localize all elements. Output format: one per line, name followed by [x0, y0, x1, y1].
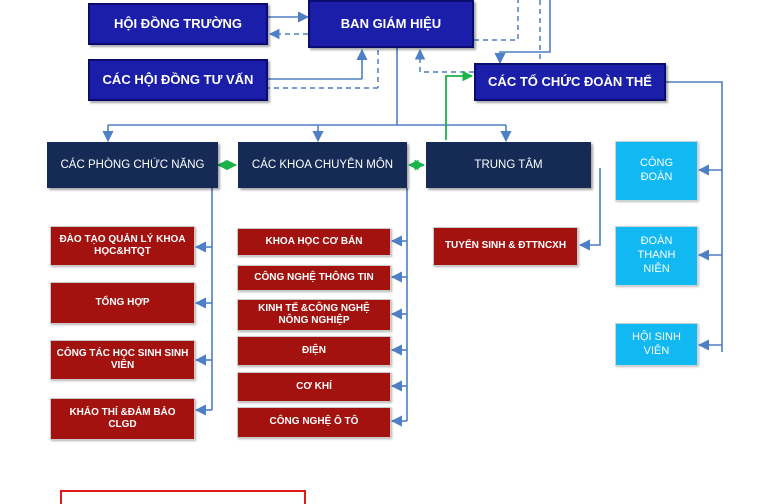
khoa-item-label: CÔNG NGHỆ Ô TÔ	[269, 416, 359, 428]
label-hoi-dong-tu-van: CÁC HỘI ĐỒNG TƯ VẤN	[102, 71, 254, 87]
line-tt-ts	[578, 168, 601, 251]
khoa-item-label: CƠ KHÍ	[296, 380, 332, 392]
khoa-item-label: KHOA HỌC CƠ BẢN	[265, 235, 363, 247]
box-trung-tam: TRUNG TÂM	[426, 142, 591, 188]
box-to-chuc-doan-the: CÁC TỔ CHỨC ĐOÀN THỂ	[474, 63, 666, 101]
box-hoi-dong-tu-van: CÁC HỘI ĐỒNG TƯ VẤN	[88, 59, 268, 101]
box-khoa-chuyen-mon: CÁC KHOA CHUYÊN MÔN	[238, 142, 407, 188]
khoa-item: KINH TẾ &CÔNG NGHỆ NÔNG NGHIỆP	[237, 299, 391, 331]
khoa-item-label: ĐIỆN	[302, 344, 326, 356]
box-phong-chuc-nang: CÁC PHÒNG CHỨC NĂNG	[47, 142, 218, 188]
doan-the-item-label: HỘI SINH VIÊN	[632, 330, 681, 357]
label-hoi-dong-truong: HỘI ĐỒNG TRƯỜNG	[113, 15, 243, 31]
legend-box	[60, 490, 306, 504]
khoa-item-label: KINH TẾ &CÔNG NGHỆ NÔNG NGHIỆP	[258, 302, 370, 327]
line-bgh-tcdt	[494, 0, 551, 65]
phong-item: ĐÀO TẠO QUẢN LÝ KHOA HỌC&HTQT	[50, 226, 195, 266]
label-phong-chuc-nang: CÁC PHÒNG CHỨC NĂNG	[60, 158, 205, 171]
khoa-item: CÔNG NGHỆ Ô TÔ	[237, 407, 391, 438]
khoa-item: KHOA HỌC CƠ BẢN	[237, 228, 391, 256]
doan-the-item-label: ĐOÀN THANH NIÊN	[637, 235, 676, 275]
label-ban-giam-hieu: BAN GIÁM HIỆU	[340, 15, 442, 31]
khoa-item: CƠ KHÍ	[237, 372, 391, 402]
khoa-item: CÔNG NGHỆ THÔNG TIN	[237, 265, 391, 291]
phong-item-label: TỔNG HỢP	[95, 296, 150, 308]
trung-tam-item-label: TUYỂN SINH & ĐTTNCXH	[444, 240, 567, 252]
label-trung-tam: TRUNG TÂM	[474, 158, 543, 171]
doan-the-item: CÔNG ĐOÀN	[615, 141, 698, 201]
phong-item-label: CÔNG TÁC HỌC SINH SINH VIÊN	[56, 347, 189, 372]
khoa-item: ĐIỆN	[237, 336, 391, 366]
label-khoa-chuyen-mon: CÁC KHOA CHUYÊN MÔN	[251, 158, 394, 171]
phong-item: TỔNG HỢP	[50, 282, 195, 324]
green-tcdt-khoa	[445, 70, 474, 140]
doan-the-item: HỘI SINH VIÊN	[615, 323, 698, 366]
doan-the-item: ĐOÀN THANH NIÊN	[615, 226, 698, 286]
phong-item-label: ĐÀO TẠO QUẢN LÝ KHOA HỌC&HTQT	[59, 233, 186, 258]
line-tcdt-spine	[666, 81, 723, 352]
phong-item: KHẢO THÍ &ĐẢM BẢO CLGD	[50, 398, 195, 440]
dash-right	[474, 0, 519, 41]
phong-item: CÔNG TÁC HỌC SINH SINH VIÊN	[50, 340, 195, 380]
box-hoi-dong-truong: HỘI ĐỒNG TRƯỜNG	[88, 3, 268, 45]
label-to-chuc-doan-the: CÁC TỔ CHỨC ĐOÀN THỂ	[488, 73, 652, 89]
box-ban-giam-hieu: BAN GIÁM HIỆU	[308, 0, 474, 48]
trung-tam-item: TUYỂN SINH & ĐTTNCXH	[433, 227, 578, 266]
khoa-item-label: CÔNG NGHỆ THÔNG TIN	[254, 271, 374, 283]
phong-item-label: KHẢO THÍ &ĐẢM BẢO CLGD	[69, 406, 176, 431]
doan-the-item-label: CÔNG ĐOÀN	[640, 157, 673, 183]
